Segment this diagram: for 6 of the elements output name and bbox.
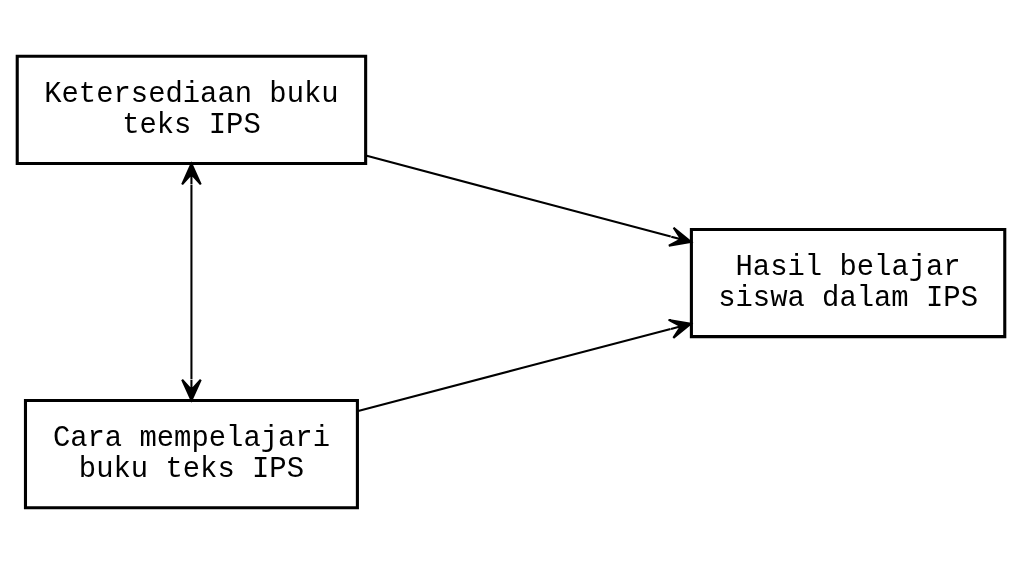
arrow: [357, 318, 692, 412]
arrow: [365, 154, 693, 247]
node-box: Ketersediaan buku teks IPS: [15, 54, 368, 165]
node-box: Hasil belajar siswa dalam IPS: [689, 227, 1007, 338]
node-box: Cara mempelajari buku teks IPS: [23, 398, 359, 509]
arrow: [181, 162, 202, 401]
